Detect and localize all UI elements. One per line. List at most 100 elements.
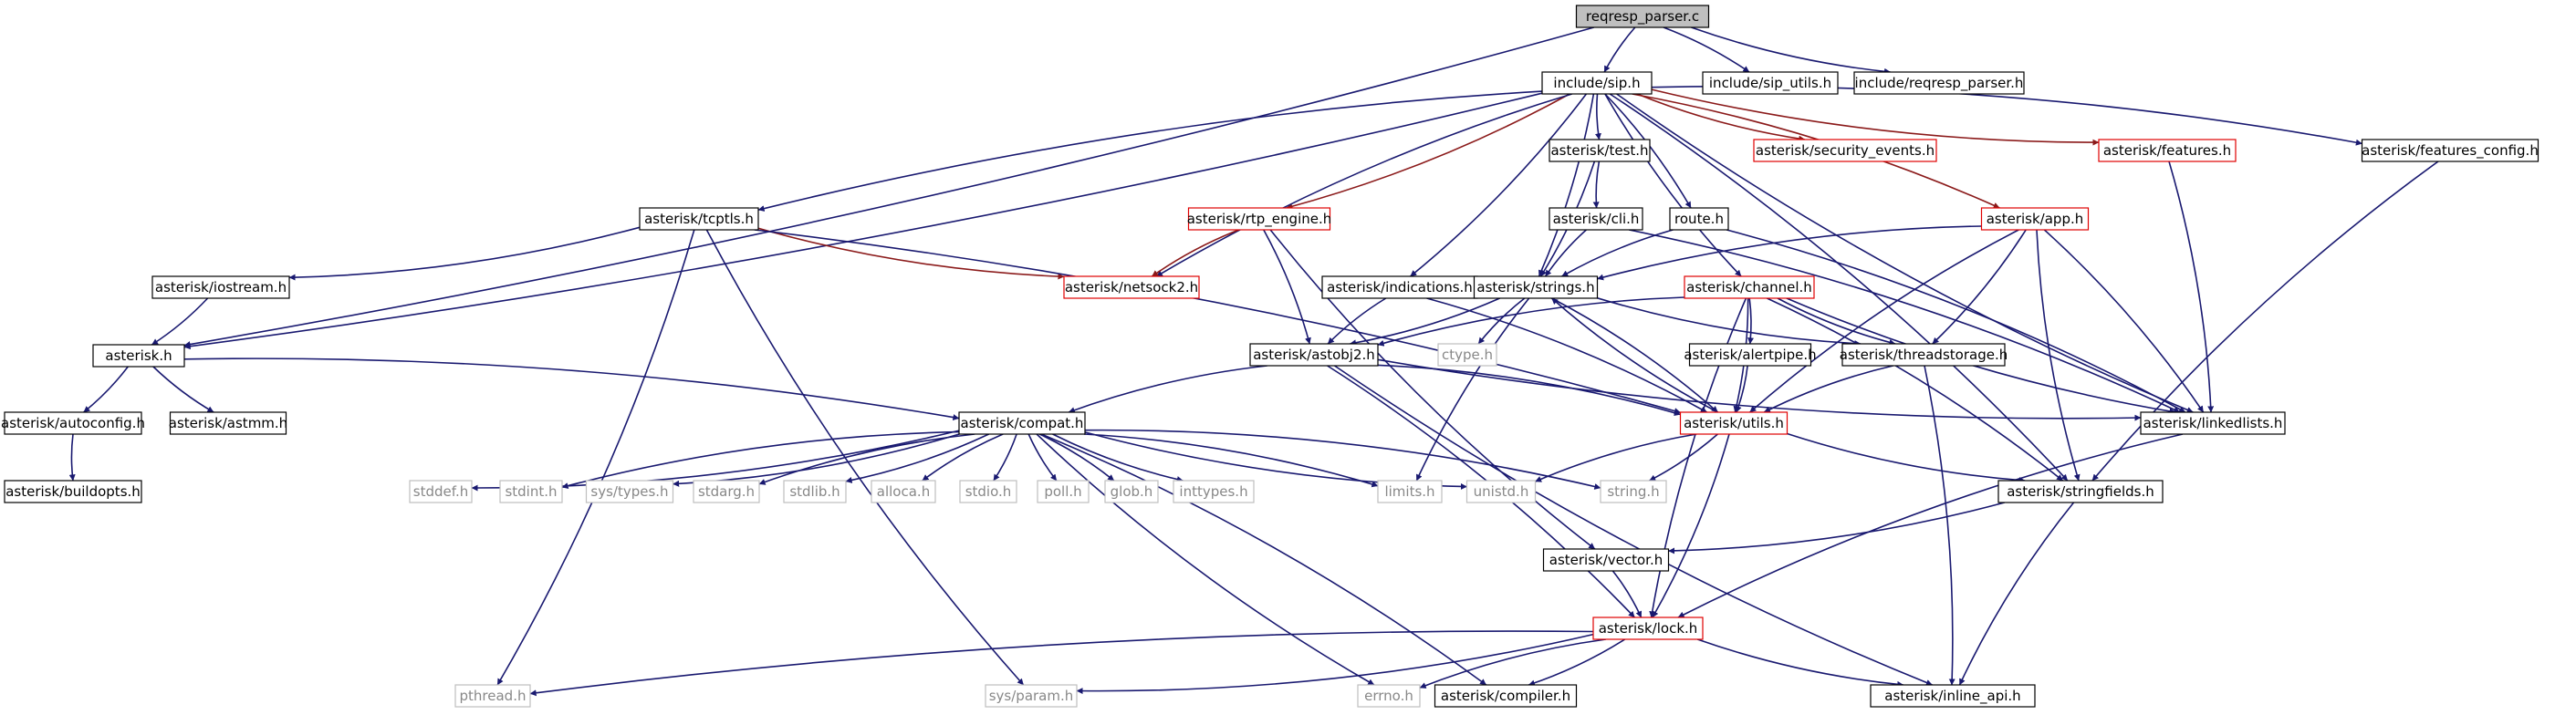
- node-asterisk-h[interactable]: asterisk.h: [92, 344, 185, 368]
- node-box: [1753, 139, 1937, 162]
- node-box: [1997, 480, 2164, 503]
- node-box: [1377, 480, 1443, 503]
- node-asterisk-astmm-h[interactable]: asterisk/astmm.h: [169, 411, 287, 435]
- node-reqresp-parser-c[interactable]: reqresp_parser.c: [1575, 5, 1710, 28]
- edge-asterisk-compat-h-to-string-h: [1084, 429, 1601, 490]
- node-box: [2098, 139, 2237, 162]
- node-box: [985, 684, 1078, 708]
- node-box: [1104, 480, 1159, 503]
- node-asterisk-tcptls-h[interactable]: asterisk/tcptls.h: [639, 207, 759, 231]
- edge-route-h-to-asterisk-linkedlists-h: [1726, 229, 2186, 413]
- node-asterisk-channel-h[interactable]: asterisk/channel.h: [1684, 275, 1815, 299]
- edge-asterisk-compat-h-to-stdio-h: [993, 433, 1017, 482]
- node-asterisk-astobj2-h[interactable]: asterisk/astobj2.h: [1249, 343, 1379, 367]
- node-include-reqresp-parser-h[interactable]: include/reqresp_parser.h: [1853, 71, 2025, 95]
- node-asterisk-strings-h[interactable]: asterisk/strings.h: [1473, 275, 1599, 299]
- node-asterisk-cli-h[interactable]: asterisk/cli.h: [1549, 207, 1643, 231]
- node-box: [2361, 139, 2539, 162]
- node-label: asterisk/iostream.h: [155, 279, 287, 295]
- edge-asterisk-compat-h-to-errno-h: [1036, 433, 1375, 686]
- node-asterisk-test-h[interactable]: asterisk/test.h: [1549, 139, 1651, 162]
- node-box: [958, 411, 1086, 435]
- edge-reqresp-parser-c-to-asterisk-h: [183, 26, 1595, 348]
- node-asterisk-app-h[interactable]: asterisk/app.h: [1980, 207, 2090, 231]
- node-box: [959, 480, 1017, 503]
- node-include-sip-h[interactable]: include/sip.h: [1541, 71, 1653, 95]
- node-limits-h: limits.h: [1377, 480, 1443, 503]
- node-asterisk-lock-h[interactable]: asterisk/lock.h: [1592, 617, 1704, 640]
- node-label: include/sip.h: [1553, 75, 1640, 91]
- node-label: stdint.h: [505, 483, 557, 500]
- node-asterisk-utils-h[interactable]: asterisk/utils.h: [1679, 411, 1789, 435]
- node-asterisk-features-h[interactable]: asterisk/features.h: [2098, 139, 2237, 162]
- node-asterisk-threadstorage-h[interactable]: asterisk/threadstorage.h: [1840, 343, 2008, 367]
- node-box: [1541, 71, 1653, 95]
- edge-asterisk-alertpipe-h-to-asterisk-utils-h: [1735, 365, 1748, 413]
- node-label: asterisk/astmm.h: [169, 415, 287, 431]
- edge-reqresp-parser-c-to-include-reqresp-parser-h: [1691, 26, 1891, 75]
- node-asterisk-netsock2-h[interactable]: asterisk/netsock2.h: [1063, 275, 1200, 299]
- node-label: ctype.h: [1442, 347, 1493, 363]
- edge-asterisk-app-h-to-asterisk-stringfields-h: [2036, 229, 2081, 482]
- edge-asterisk-app-h-to-asterisk-strings-h: [1597, 225, 1982, 281]
- node-label: asterisk/netsock2.h: [1065, 279, 1198, 295]
- node-asterisk-buildopts-h[interactable]: asterisk/buildopts.h: [4, 480, 142, 503]
- edge-asterisk-compat-h-to-stdint-h: [561, 430, 960, 489]
- edge-include-sip-h-to-asterisk-stringfields-h: [1609, 93, 2069, 482]
- node-box: [1187, 207, 1331, 231]
- node-stddef-h: stddef.h: [409, 480, 473, 503]
- node-box: [1473, 275, 1599, 299]
- node-label: include/reqresp_parser.h: [1855, 75, 2024, 92]
- node-box: [1592, 617, 1704, 640]
- edge-asterisk-lock-h-to-asterisk-compiler-h: [1528, 638, 1626, 687]
- node-box: [1434, 684, 1578, 708]
- node-asterisk-stringfields-h[interactable]: asterisk/stringfields.h: [1997, 480, 2164, 503]
- edge-asterisk-rtp-engine-h-to-asterisk-astobj2-h: [1263, 229, 1311, 345]
- node-stdint-h: stdint.h: [499, 480, 563, 503]
- edge-asterisk-astobj2-h-to-asterisk-compat-h: [1068, 365, 1267, 414]
- node-box: [1173, 480, 1255, 503]
- node-asterisk-alertpipe-h[interactable]: asterisk/alertpipe.h: [1684, 343, 1817, 367]
- node-asterisk-iostream-h[interactable]: asterisk/iostream.h: [151, 275, 290, 299]
- node-asterisk-inline-api-h[interactable]: asterisk/inline_api.h: [1870, 684, 2036, 708]
- node-label: asterisk/compat.h: [961, 415, 1084, 431]
- node-include-sip-utils-h[interactable]: include/sip_utils.h: [1702, 71, 1839, 95]
- edge-asterisk-utils-h-to-asterisk-lock-h: [1652, 433, 1730, 618]
- edge-asterisk-app-h-to-asterisk-utils-h: [1749, 229, 2019, 413]
- node-asterisk-linkedlists-h[interactable]: asterisk/linkedlists.h: [2140, 411, 2286, 435]
- node-box: [693, 480, 760, 503]
- node-box: [639, 207, 759, 231]
- node-label: asterisk/autoconfig.h: [1, 415, 145, 431]
- node-box: [499, 480, 563, 503]
- node-asterisk-compat-h[interactable]: asterisk/compat.h: [958, 411, 1086, 435]
- node-box: [871, 480, 936, 503]
- node-box: [1249, 343, 1379, 367]
- edge-asterisk-compat-h-to-inttypes-h: [1052, 433, 1184, 482]
- node-asterisk-autoconfig-h[interactable]: asterisk/autoconfig.h: [1, 411, 145, 435]
- edge-asterisk-stringfields-h-to-asterisk-inline-api-h: [1958, 502, 2075, 686]
- edge-asterisk-channel-h-to-asterisk-alertpipe-h: [1747, 297, 1754, 345]
- node-asterisk-security-events-h[interactable]: asterisk/security_events.h: [1753, 139, 1937, 162]
- node-label: pthread.h: [460, 688, 527, 704]
- edge-include-sip-h-to-asterisk-test-h: [1594, 93, 1601, 140]
- edge-asterisk-compat-h-to-stdarg-h: [758, 433, 975, 485]
- node-asterisk-indications-h[interactable]: asterisk/indications.h: [1321, 275, 1478, 299]
- edge-asterisk-vector-h-to-asterisk-lock-h: [1611, 570, 1643, 618]
- edges-layer: [68, 26, 2439, 697]
- edge-asterisk-h-to-asterisk-compat-h: [183, 358, 960, 421]
- node-asterisk-vector-h[interactable]: asterisk/vector.h: [1542, 548, 1670, 572]
- node-box: [1684, 275, 1815, 299]
- edge-asterisk-h-to-asterisk-astmm-h: [152, 366, 214, 413]
- node-label: asterisk/cli.h: [1553, 211, 1640, 227]
- node-label: asterisk/stringfields.h: [2007, 483, 2154, 500]
- edge-asterisk-utils-h-to-asterisk-strings-h: [1550, 297, 1718, 413]
- node-label: stdlib.h: [789, 483, 840, 500]
- edge-route-h-to-asterisk-strings-h: [1561, 229, 1674, 277]
- node-asterisk-compiler-h[interactable]: asterisk/compiler.h: [1434, 684, 1578, 708]
- node-asterisk-rtp-engine-h[interactable]: asterisk/rtp_engine.h: [1187, 207, 1332, 231]
- node-asterisk-features-config-h[interactable]: asterisk/features_config.h: [2361, 139, 2539, 162]
- node-route-h[interactable]: route.h: [1669, 207, 1729, 231]
- node-ctype-h: ctype.h: [1437, 343, 1497, 367]
- edge-asterisk-channel-h-to-asterisk-astobj2-h: [1377, 296, 1685, 347]
- node-label: route.h: [1674, 211, 1724, 227]
